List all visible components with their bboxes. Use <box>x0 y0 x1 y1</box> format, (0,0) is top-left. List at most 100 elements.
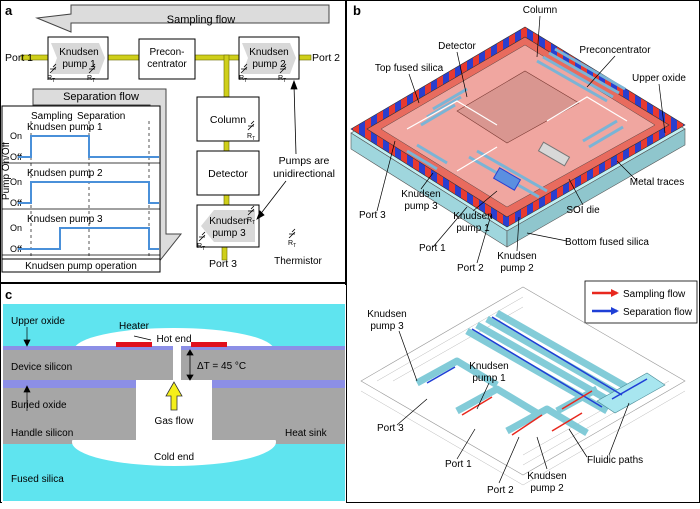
timing-off-label: Off <box>10 244 22 254</box>
pump3-label-line1: Knudsen <box>209 216 248 227</box>
preconcentrator-label-line1: Precon- <box>149 47 184 58</box>
timing-row-label: Knudsen pump 1 <box>27 122 103 133</box>
c-upper-oxide-label: Upper oxide <box>11 316 65 327</box>
pump2-label-line2: pump 2 <box>252 59 286 70</box>
svg-text:RT: RT <box>239 75 247 84</box>
timing-on-label: On <box>10 131 22 141</box>
preconcentrator-label-line2: centrator <box>147 59 187 70</box>
b-pump2-line1: Knudsen <box>497 251 536 262</box>
b-pump1-line1: Knudsen <box>453 211 492 222</box>
svg-text:RT: RT <box>247 217 255 226</box>
timing-off-label: Off <box>10 198 22 208</box>
legend-separation: Separation flow <box>623 307 693 318</box>
fluidic-paths-view <box>360 286 686 486</box>
delta-t-marker <box>133 335 194 381</box>
pumps-note-line2: unidirectional <box>273 168 335 180</box>
b-column-label: Column <box>523 5 557 16</box>
flow-legend: Sampling flow Separation flow <box>584 280 698 324</box>
column-label: Column <box>210 114 246 126</box>
b-pump2-line2: pump 2 <box>500 263 534 274</box>
panel-b-label: b <box>353 3 361 18</box>
b-pump3-line1: Knudsen <box>401 189 440 200</box>
b-preconcentrator-label: Preconcentrator <box>579 45 651 56</box>
b-port2-label: Port 2 <box>457 263 484 274</box>
fp-pump2-line2: pump 2 <box>530 483 564 494</box>
c-delta-t-label: ΔT = 45 °C <box>197 361 246 372</box>
device-silicon-right <box>181 350 345 380</box>
fp-pump3-line2: pump 3 <box>370 321 404 332</box>
pump1-label-line1: Knudsen <box>59 47 98 58</box>
upper-oxide-right <box>181 346 345 350</box>
fp-pump1-line1: Knudsen <box>469 361 508 372</box>
panel-b-diagram: b Column Detector Preconcentrator Top fu… <box>350 3 698 496</box>
upper-oxide-left <box>3 346 173 350</box>
svg-text:RT: RT <box>288 240 296 249</box>
handle-silicon-right <box>212 388 345 440</box>
panel-c-labels: Upper oxide Heater Hot end Device silico… <box>11 316 328 485</box>
svg-text:RT: RT <box>47 75 55 84</box>
pumps-note-arrows <box>256 79 298 220</box>
thermistor-label: Thermistor <box>274 256 322 267</box>
timing-row-label: Knudsen pump 3 <box>27 214 103 225</box>
timing-trace <box>18 227 159 250</box>
chip-stack <box>350 26 686 248</box>
fp-port2-label: Port 2 <box>487 485 514 496</box>
b-pump3-line2: pump 3 <box>404 201 438 212</box>
c-buried-oxide-label: Buried oxide <box>11 400 67 411</box>
timing-separation-label: Separation <box>77 111 125 122</box>
c-fused-silica-label: Fused silica <box>11 474 64 485</box>
pumps-note-line1: Pumps are <box>279 155 330 167</box>
separation-flow-label: Separation flow <box>63 91 139 103</box>
fp-port1-label: Port 1 <box>445 459 472 470</box>
c-handle-silicon-label: Handle silicon <box>11 428 73 439</box>
fp-fluidic-paths-label: Fluidic paths <box>587 455 643 466</box>
buried-oxide-left <box>3 380 136 388</box>
c-heater-label: Heater <box>119 321 150 332</box>
svg-text:RT: RT <box>247 133 255 142</box>
panel-a: a Sampling flow Separation flow Port 1 P… <box>0 0 346 283</box>
buried-oxide-right <box>212 380 345 388</box>
panel-a-diagram: a Sampling flow Separation flow Port 1 P… <box>1 3 340 273</box>
timing-on-label: On <box>10 223 22 233</box>
timing-chart-frame <box>1 105 161 273</box>
heater-right <box>191 342 227 347</box>
b-port1-label: Port 1 <box>419 243 446 254</box>
panel-c-diagram: c Upper oxide Heater Hot end Device sili… <box>2 285 346 503</box>
timing-sampling-label: Sampling <box>31 111 73 122</box>
legend-sampling: Sampling flow <box>623 289 686 300</box>
b-pump1-line2: pump 1 <box>456 223 490 234</box>
detector-label: Detector <box>208 168 248 180</box>
chip-leader-lines <box>376 15 666 264</box>
heater-left <box>116 342 152 347</box>
sampling-flow-arrow <box>35 4 330 33</box>
port3-label: Port 3 <box>209 258 237 270</box>
rt-labels: RT RT RT RT RT RT RT RT <box>47 75 296 252</box>
port1-label: Port 1 <box>5 52 33 64</box>
b-metal-traces-label: Metal traces <box>630 177 684 188</box>
port2-label: Port 2 <box>312 52 340 64</box>
b-bottom-fused-silica-label: Bottom fused silica <box>565 237 649 248</box>
timing-trace <box>18 181 159 204</box>
pump-timing-chart: Sampling Separation Pump On/Off Knudsen … <box>1 105 161 273</box>
timing-off-label: Off <box>10 152 22 162</box>
c-device-silicon-label: Device silicon <box>11 362 72 373</box>
timing-on-label: On <box>10 177 22 187</box>
chip-labels: Column Detector Preconcentrator Top fuse… <box>359 5 686 274</box>
c-gas-flow-label: Gas flow <box>155 416 195 427</box>
preconcentrator-box <box>138 38 196 80</box>
pump1-label-line2: pump 1 <box>62 59 96 70</box>
detector-box <box>196 150 260 196</box>
handle-silicon-left <box>3 388 136 440</box>
svg-text:RT: RT <box>278 75 286 84</box>
panel-a-label: a <box>5 3 13 18</box>
thermistor-symbols <box>49 63 296 242</box>
b-top-fused-silica-label: Top fused silica <box>375 63 444 74</box>
timing-trace <box>18 135 159 158</box>
pump3-label-line2: pump 3 <box>212 228 246 239</box>
column-box <box>196 96 260 142</box>
timing-footer: Knudsen pump operation <box>25 261 137 272</box>
panel-b: b Column Detector Preconcentrator Top fu… <box>346 0 700 503</box>
svg-text:RT: RT <box>87 75 95 84</box>
c-cold-end-label: Cold end <box>154 452 194 463</box>
